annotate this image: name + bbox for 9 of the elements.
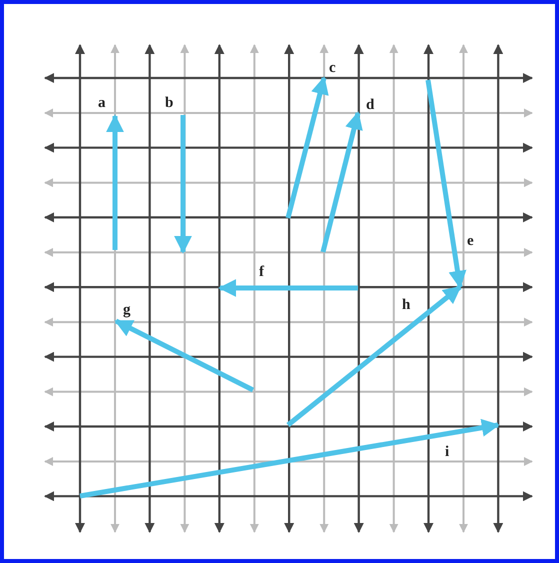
vector-label: d xyxy=(366,98,374,113)
vector-label: g xyxy=(123,303,130,318)
vector-label: a xyxy=(98,96,106,111)
vector-label: i xyxy=(445,445,450,460)
vector-label: c xyxy=(329,61,336,76)
vector-label: e xyxy=(467,234,474,249)
vector-label: b xyxy=(165,96,174,111)
vector-label: f xyxy=(259,265,264,280)
vector-label: h xyxy=(402,298,410,313)
